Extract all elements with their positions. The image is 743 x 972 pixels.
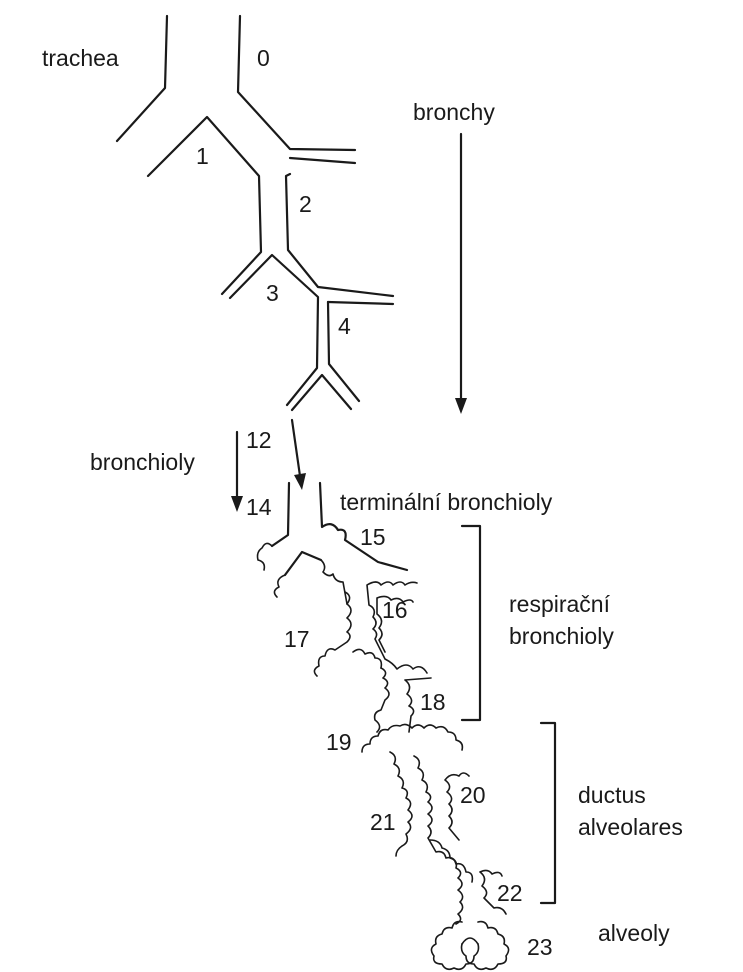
generation-16: 16 (382, 597, 408, 623)
label-trachea: trachea (42, 45, 119, 71)
resp-wall-18 (373, 667, 432, 733)
resp-branch-15 (273, 559, 348, 605)
duct-wall-19 (361, 723, 464, 753)
generation-20: 20 (460, 782, 486, 808)
terminal-crotch (283, 550, 323, 577)
bronchy-arrow (455, 132, 467, 414)
generation-0: 0 (257, 45, 270, 71)
terminal-left-wall (270, 481, 291, 548)
generation-15: 15 (360, 524, 386, 550)
bronchioly-arrow (231, 430, 243, 512)
bronchus-2-right-wall (284, 172, 395, 298)
generation-23: 23 (527, 934, 553, 960)
diagonal-arrow-head (294, 473, 306, 490)
alveolar-sac-crotch (461, 937, 479, 945)
duct-wall-21 (389, 751, 413, 857)
label-respiratory-line2: bronchioly (509, 623, 614, 649)
bronchus-1-lower-wall (288, 156, 357, 165)
generation-22: 22 (497, 880, 523, 906)
trachea-left-wall (115, 14, 169, 143)
label-respiratory-line1: respirační (509, 591, 611, 617)
generation-21: 21 (370, 809, 396, 835)
label-bronchy: bronchy (413, 99, 495, 125)
trachea-right-wall (236, 14, 357, 152)
ductus-bracket (539, 721, 557, 905)
generation-1: 1 (196, 143, 209, 169)
label-alveoly: alveoly (598, 920, 670, 946)
generation-19: 19 (326, 729, 352, 755)
alveolar-sac-right (460, 920, 510, 971)
label-ductus-line1: ductus (578, 782, 646, 808)
resp-wall-16-inner (376, 595, 414, 653)
resp-wall-16-outer (366, 581, 428, 674)
resp-wall-17 (313, 591, 383, 677)
bronchioly-arrow-head (231, 496, 243, 512)
generation-12: 12 (246, 427, 272, 453)
bronchy-arrow-head (455, 398, 467, 414)
conducting-airways (115, 14, 395, 412)
label-ductus-line2: alveolares (578, 814, 683, 840)
bifurcation-3-crotch (228, 253, 320, 407)
alveolar-duct-walls (361, 723, 507, 925)
respiratory-bracket (460, 524, 482, 722)
alveolar-sac-left (430, 920, 480, 971)
generation-2: 2 (299, 191, 312, 217)
duct-wall-22 (429, 839, 507, 925)
label-bronchioly: bronchioly (90, 449, 195, 475)
generation-3: 3 (266, 280, 279, 306)
bifurcation-1-crotch (146, 115, 263, 296)
bifurcation-4-crotch (290, 373, 353, 412)
terminal-bronchiole-walls (270, 481, 409, 577)
respiratory-bronchiole-walls (256, 542, 432, 733)
diagonal-arrow (290, 418, 306, 490)
generation-4: 4 (338, 313, 351, 339)
resp-left-branch (256, 542, 273, 571)
label-terminal-bronchioly: terminální bronchioly (340, 489, 553, 515)
generation-14: 14 (246, 494, 272, 520)
duct-wall-20 (413, 755, 474, 883)
bronchus-4-right-wall (326, 300, 361, 403)
diagonal-arrow-shaft (290, 418, 302, 478)
bronchus-4-lower-wall (326, 300, 395, 306)
alveolar-sacs (430, 920, 510, 971)
terminal-right-wall (318, 481, 409, 572)
generation-17: 17 (284, 626, 310, 652)
generation-18: 18 (420, 689, 446, 715)
